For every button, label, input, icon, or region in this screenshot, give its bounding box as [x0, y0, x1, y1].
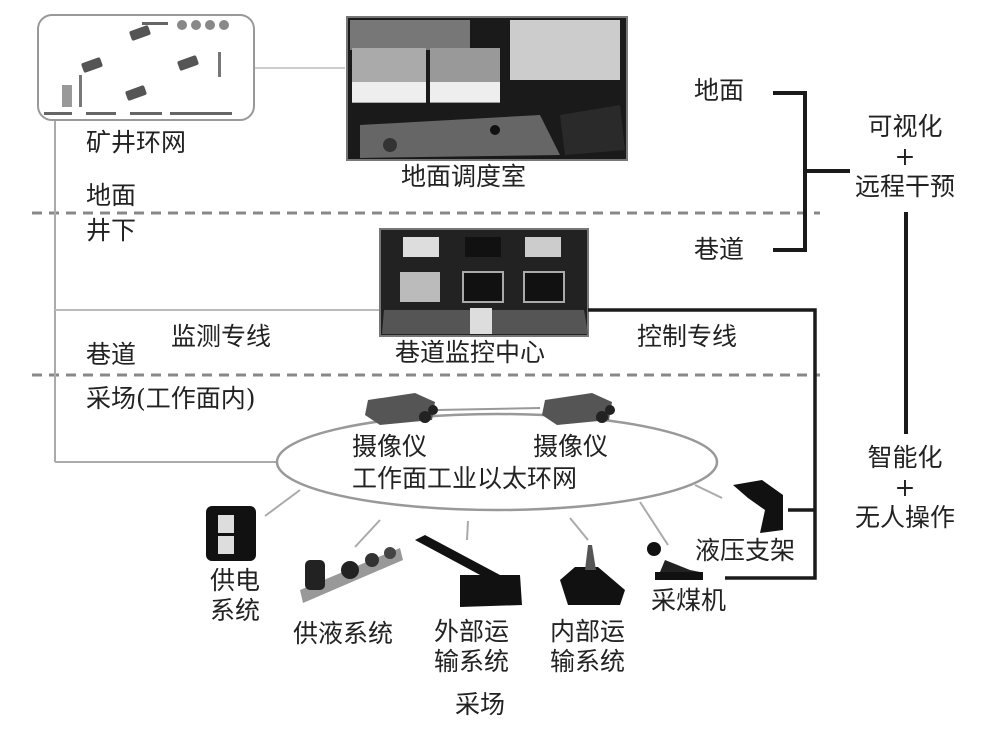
zone-label-face: 采场(工作面内) [86, 384, 256, 413]
camera-icon-1 [365, 393, 438, 425]
shearer-icon [647, 542, 703, 580]
control-line-label: 控制专线 [637, 322, 738, 351]
power-supply-label: 供电 系统 [210, 566, 261, 625]
liquid-supply-label: 供液系统 [293, 619, 394, 648]
mine-ring-network-label: 矿井环网 [86, 128, 187, 157]
visualization-remote-intervention-label: 可视化 + 远程干预 [854, 112, 955, 201]
monitoring-line-label: 监测专线 [171, 322, 272, 351]
face-caption: 采场 [455, 690, 506, 719]
hydraulic-support-icon [733, 480, 783, 533]
bracket-surface-roadway [773, 91, 807, 252]
bracket-label-roadway: 巷道 [694, 235, 745, 264]
surface-dispatch-room-label: 地面调度室 [401, 162, 527, 191]
camera-2-label: 摄像仪 [533, 432, 609, 461]
hydraulic-support-label: 液压支架 [695, 536, 796, 565]
internal-transport-icon [560, 545, 625, 605]
roadway-monitoring-center-label: 巷道监控中心 [395, 338, 546, 367]
external-transport-icon [415, 535, 522, 607]
zone-label-roadway: 巷道 [86, 340, 137, 369]
external-transport-label: 外部运 输系统 [434, 617, 510, 676]
liquid-supply-icon [300, 547, 403, 603]
control-line-path [588, 308, 817, 580]
surface-dispatch-room-image [346, 16, 628, 161]
camera-link [436, 407, 541, 411]
roadway-monitoring-center-image [379, 228, 589, 337]
camera-icon-2 [542, 393, 615, 425]
camera-1-label: 摄像仪 [352, 432, 428, 461]
face-ethernet-ring-ellipse [275, 412, 719, 512]
zone-label-underground: 井下 [86, 216, 137, 245]
power-supply-icon [206, 506, 256, 561]
ring-branches [264, 484, 723, 548]
zone-label-surface: 地面 [86, 181, 137, 210]
intelligent-unmanned-label: 智能化 + 无人操作 [854, 443, 955, 532]
face-ethernet-ring-label: 工作面工业以太环网 [352, 464, 578, 493]
mine-ring-network-image [37, 14, 255, 121]
bracket-label-surface: 地面 [694, 76, 745, 105]
shearer-label: 采煤机 [651, 586, 727, 615]
internal-transport-label: 内部运 输系统 [550, 617, 626, 676]
